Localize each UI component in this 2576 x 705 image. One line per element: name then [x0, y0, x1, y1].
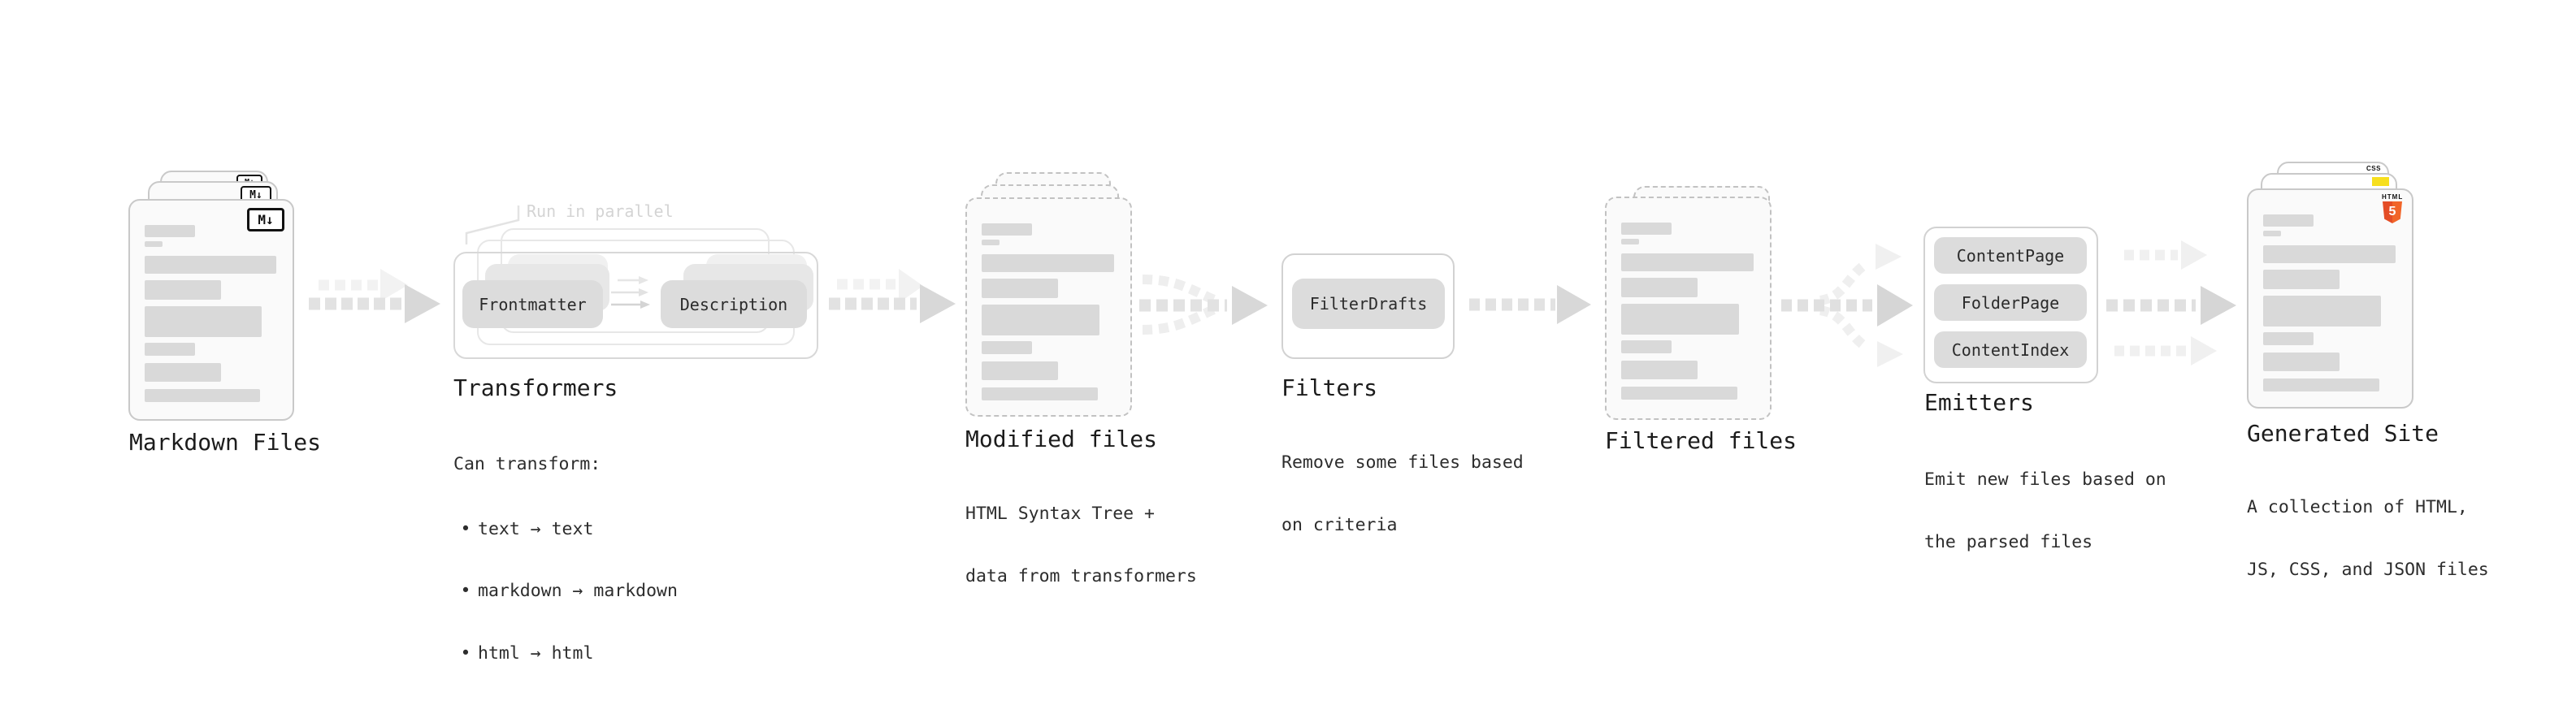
run-in-parallel-note: Run in parallel: [527, 201, 674, 221]
flow-arrows: [309, 205, 2236, 367]
markdown-files-title: Markdown Files: [129, 429, 322, 456]
generated-file-card-front: HTML 5: [2247, 188, 2413, 409]
folderpage-pill-label: FolderPage: [1961, 292, 2060, 313]
contentpage-pill: ContentPage: [1934, 237, 2087, 274]
description-pill: Description: [661, 280, 807, 328]
bullet-item: • markdown → markdown: [460, 581, 678, 601]
filtered-files-title: Filtered files: [1605, 427, 1798, 454]
pipeline-diagram: M↓ M↓ M↓ Markdown Files Run in parallel …: [128, 162, 2489, 664]
filtered-file-card-front: [1605, 197, 1772, 420]
filterdrafts-pill-label: FilterDrafts: [1309, 294, 1428, 314]
arrow-filters-to-filtered: [1469, 285, 1591, 324]
arrow-markdown-to-transformers: [309, 269, 440, 323]
frontmatter-pill-label: Frontmatter: [479, 294, 587, 314]
contentindex-pill-label: ContentIndex: [1951, 340, 2070, 360]
modified-files-title: Modified files: [965, 426, 1158, 452]
transformers-title: Transformers: [453, 374, 618, 401]
markdown-icon: M↓: [247, 208, 284, 231]
generated-site-title: Generated Site: [2247, 420, 2439, 447]
filters-description: Remove some files based on criteria: [1281, 452, 1524, 535]
arrow-emitters-to-generated: [2106, 240, 2236, 365]
emitters-title: Emitters: [1924, 389, 2034, 416]
filters-title: Filters: [1281, 374, 1378, 401]
arrow-transformers-to-modified: [829, 269, 956, 323]
javascript-icon: [2372, 177, 2389, 186]
bullet-item: • text → text: [460, 518, 594, 539]
run-in-parallel-leader: [465, 205, 520, 244]
folderpage-pill: FolderPage: [1934, 284, 2087, 321]
modified-files-description: HTML Syntax Tree + data from transformer…: [965, 504, 1197, 586]
transformers-description: Can transform: • text → text • markdown …: [453, 413, 678, 705]
filterdrafts-pill: FilterDrafts: [1292, 279, 1445, 329]
emitters-description: Emit new files based on the parsed files: [1924, 469, 2166, 552]
html5-icon: HTML 5: [2382, 194, 2403, 223]
arrow-modified-to-filters: [1139, 275, 1268, 335]
generated-site-description: A collection of HTML, JS, CSS, and JSON …: [2247, 497, 2489, 580]
description-pill-label: Description: [679, 294, 788, 314]
bullet-item: • html → html: [460, 642, 594, 664]
modified-file-card-front: [965, 197, 1132, 417]
frontmatter-pill: Frontmatter: [462, 280, 603, 328]
transformer-step-arrows: [611, 276, 650, 309]
transformer-frame-front: [453, 252, 818, 359]
can-transform-heading: Can transform:: [453, 454, 601, 474]
contentpage-pill-label: ContentPage: [1956, 245, 2065, 266]
markdown-file-card-front: M↓: [128, 199, 294, 421]
arrow-filtered-to-emitters: [1781, 244, 1913, 367]
contentindex-pill: ContentIndex: [1934, 331, 2087, 368]
